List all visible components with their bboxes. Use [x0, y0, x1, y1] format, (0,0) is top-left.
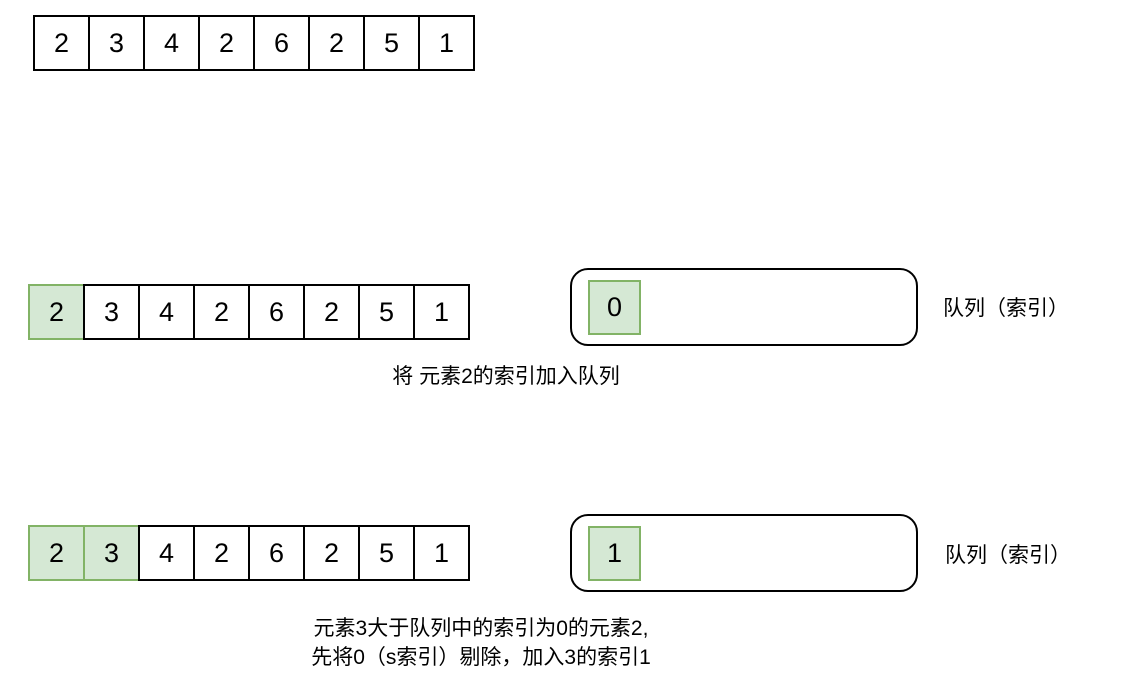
- array-cell-highlighted: 3: [83, 525, 140, 581]
- array-cell: 2: [33, 15, 90, 71]
- caption-step2: 元素3大于队列中的索引为0的元素2, 先将0（s索引）剔除，加入3的索引1: [311, 614, 651, 672]
- array-cell: 2: [193, 284, 250, 340]
- caption-step2-line2: 先将0（s索引）剔除，加入3的索引1: [311, 646, 651, 669]
- array-cell: 4: [138, 284, 195, 340]
- caption-step1: 将 元素2的索引加入队列: [392, 365, 620, 388]
- array-cell: 2: [193, 525, 250, 581]
- queue-item: 1: [588, 525, 641, 581]
- array-cell: 4: [143, 15, 200, 71]
- array-step1: 2 3 4 2 6 2 5 1: [28, 284, 470, 340]
- array-cell: 5: [363, 15, 420, 71]
- queue-box-step2: 1: [570, 514, 918, 592]
- array-cell: 1: [413, 525, 470, 581]
- array-cell: 3: [83, 284, 140, 340]
- queue-item: 0: [588, 279, 641, 335]
- array-cell: 6: [248, 284, 305, 340]
- array-cell-highlighted: 2: [28, 284, 85, 340]
- caption-step2-line1: 元素3大于队列中的索引为0的元素2,: [313, 617, 649, 640]
- array-step2: 2 3 4 2 6 2 5 1: [28, 525, 470, 581]
- array-cell: 1: [418, 15, 475, 71]
- array-step0: 2 3 4 2 6 2 5 1: [33, 15, 475, 71]
- array-cell: 1: [413, 284, 470, 340]
- array-cell: 4: [138, 525, 195, 581]
- array-cell: 2: [198, 15, 255, 71]
- array-cell: 5: [358, 525, 415, 581]
- array-cell: 6: [248, 525, 305, 581]
- queue-label-step2: 队列（索引）: [945, 544, 1071, 567]
- array-cell: 2: [303, 525, 360, 581]
- array-cell: 6: [253, 15, 310, 71]
- array-cell-highlighted: 2: [28, 525, 85, 581]
- queue-label-step1: 队列（索引）: [943, 297, 1069, 320]
- array-cell: 2: [308, 15, 365, 71]
- array-cell: 2: [303, 284, 360, 340]
- array-cell: 5: [358, 284, 415, 340]
- array-cell: 3: [88, 15, 145, 71]
- queue-box-step1: 0: [570, 268, 918, 346]
